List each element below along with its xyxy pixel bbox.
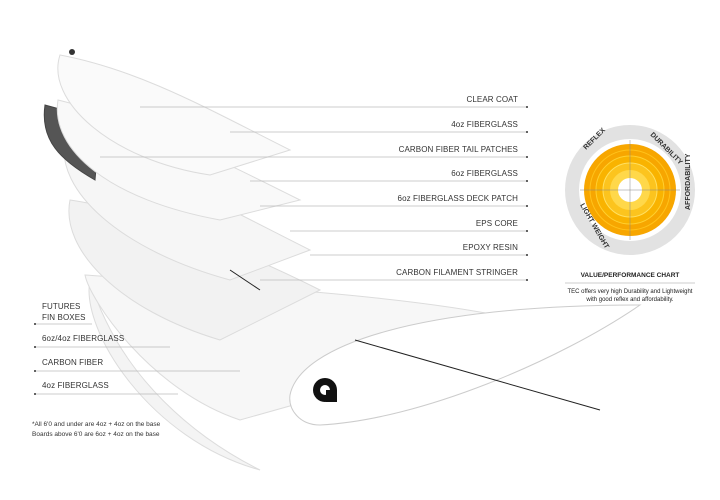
- label-4oz-fiberglass: 4oz FIBERGLASS: [451, 120, 518, 129]
- label-futures: FUTURES: [42, 302, 81, 311]
- callout-lines: [35, 106, 695, 395]
- label-clear-coat: CLEAR COAT: [466, 95, 518, 104]
- clear-coat: [57, 54, 292, 176]
- label-stringer: CARBON FILAMENT STRINGER: [396, 268, 518, 277]
- value-performance-chart: REFLEX DURABILITY AFFORDABILITY LIGHT WE…: [565, 125, 695, 255]
- footnote-line-1: *All 6'0 and under are 4oz + 4oz on the …: [32, 421, 161, 428]
- chart-description: TEC offers very high Durability and Ligh…: [550, 288, 710, 304]
- label-6oz-4oz: 6oz/4oz FIBERGLASS: [42, 334, 125, 343]
- axis-affordability: AFFORDABILITY: [685, 153, 692, 210]
- board-nose: [289, 304, 642, 426]
- leash-plug: [69, 49, 75, 55]
- footnote: *All 6'0 and under are 4oz + 4oz on the …: [32, 420, 160, 440]
- label-carbon-tail-patches: CARBON FIBER TAIL PATCHES: [398, 145, 518, 154]
- label-eps-core: EPS CORE: [475, 219, 518, 228]
- brand-logo-icon: [313, 378, 337, 402]
- label-4oz-base: 4oz FIBERGLASS: [42, 381, 109, 390]
- label-epoxy-resin: EPOXY RESIN: [462, 243, 518, 252]
- footnote-line-2: Boards above 6'0 are 6oz + 4oz on the ba…: [32, 431, 160, 438]
- chart-title: VALUE/PERFORMANCE CHART: [580, 272, 680, 279]
- chart-desc-line-1: TEC offers very high Durability and Ligh…: [567, 289, 693, 295]
- chart-desc-line-2: with good reflex and affordability.: [586, 297, 674, 303]
- label-6oz-fiberglass: 6oz FIBERGLASS: [451, 169, 518, 178]
- label-deck-patch: 6oz FIBERGLASS DECK PATCH: [397, 194, 518, 203]
- label-carbon-fiber: CARBON FIBER: [42, 358, 104, 367]
- bottom-layer: [88, 279, 261, 471]
- label-fin-boxes: FIN BOXES: [42, 313, 86, 322]
